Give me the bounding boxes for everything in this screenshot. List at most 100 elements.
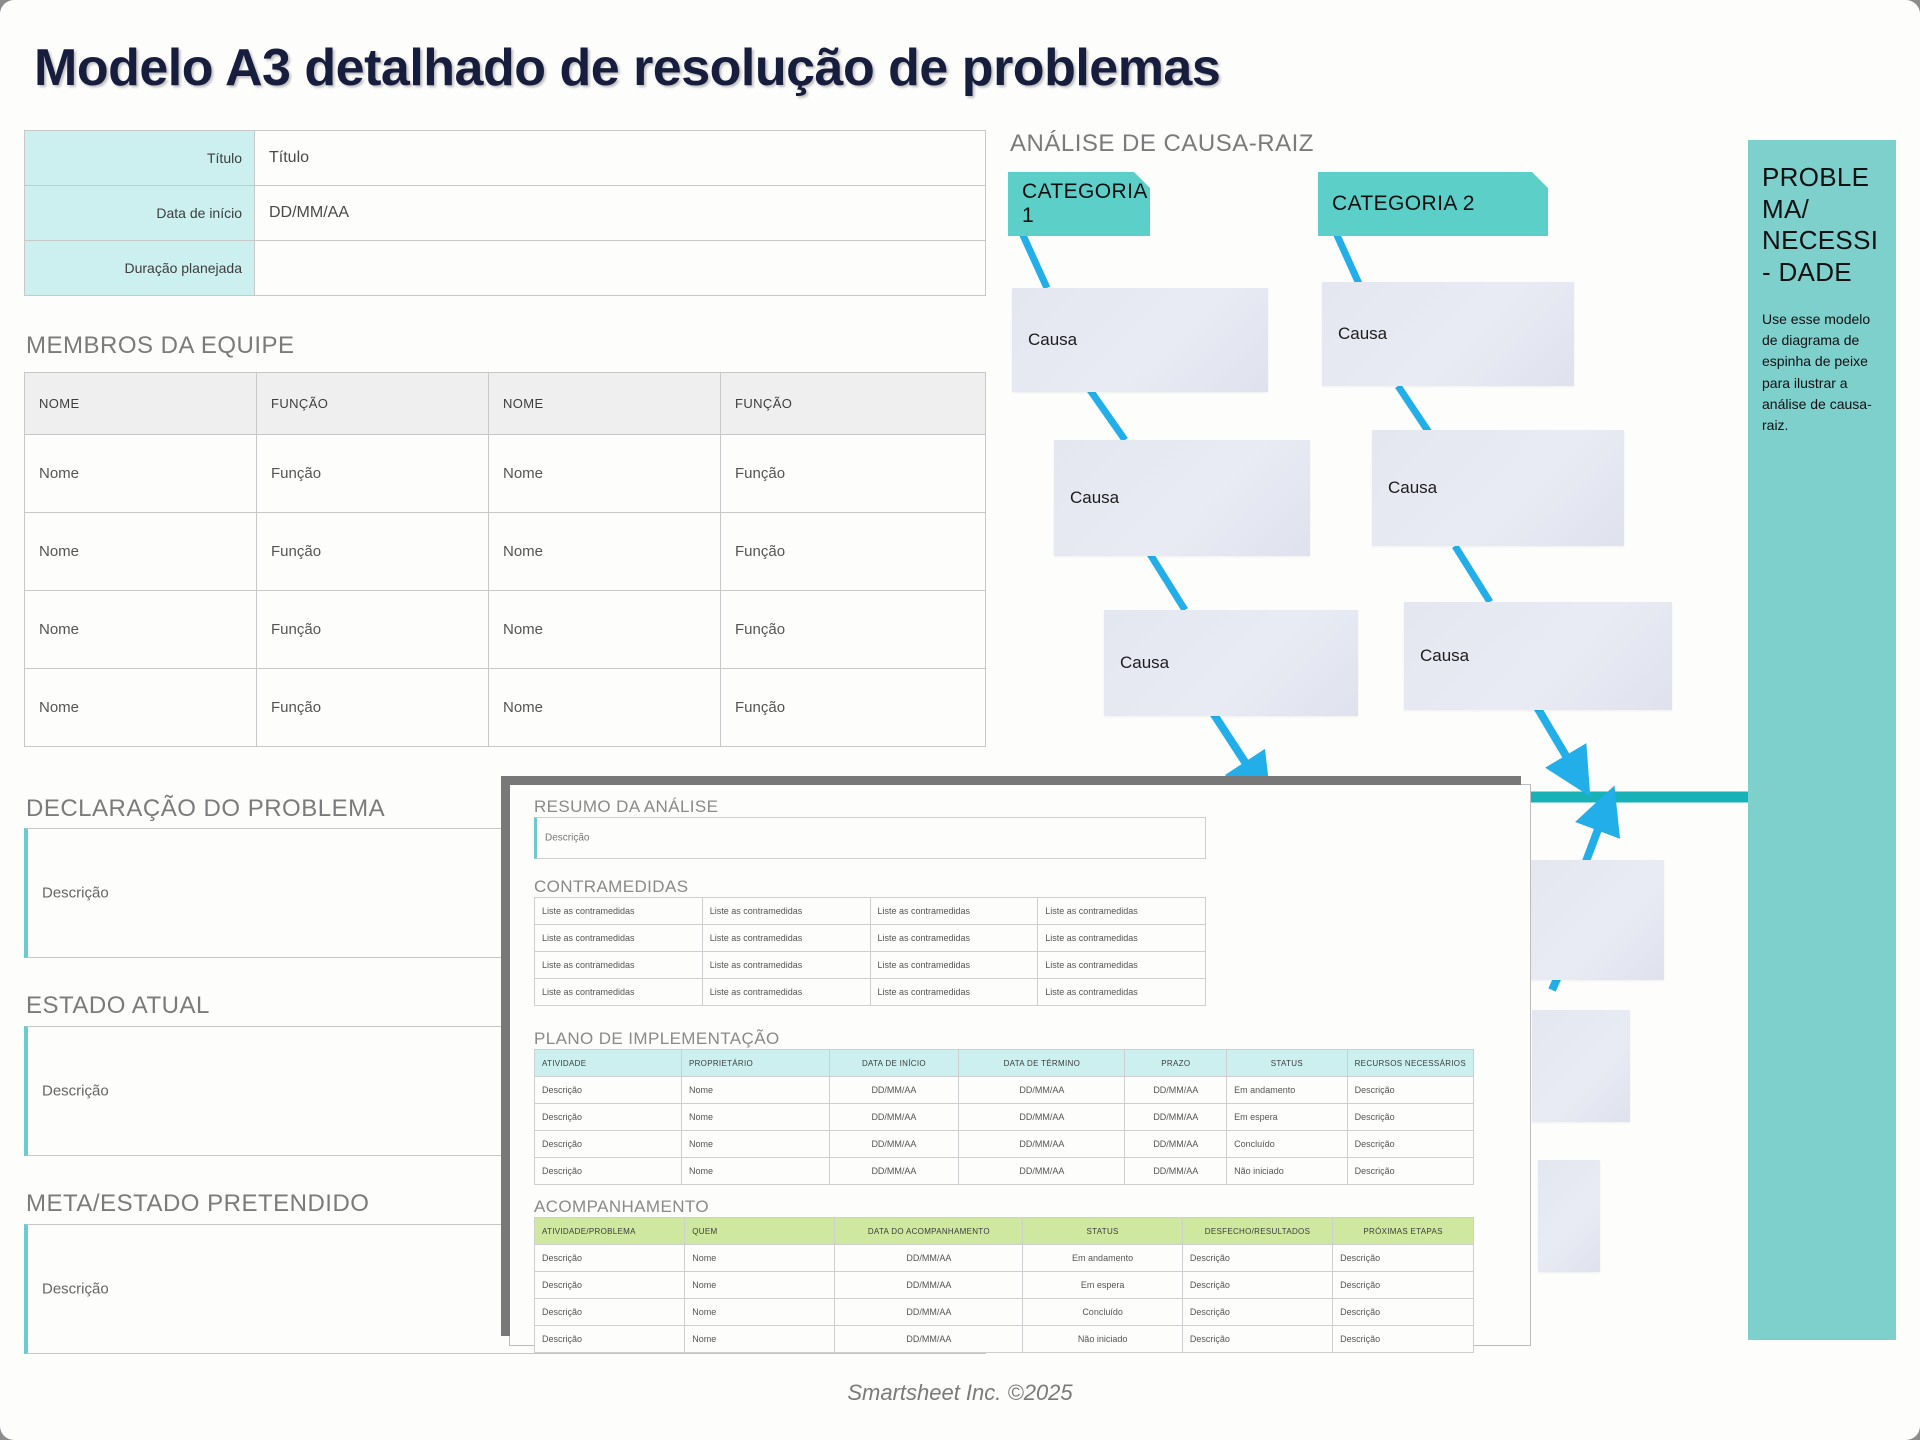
tracking-cell[interactable]: Descrição bbox=[1181, 1244, 1334, 1272]
team-cell[interactable]: Nome bbox=[488, 590, 721, 669]
plan-cell[interactable]: DD/MM/AA bbox=[1124, 1130, 1228, 1158]
team-cell[interactable]: Nome bbox=[488, 668, 721, 747]
plan-cell[interactable]: DD/MM/AA bbox=[1124, 1103, 1228, 1131]
tracking-cell[interactable]: Descrição bbox=[1181, 1325, 1334, 1353]
status-badge[interactable]: Em espera bbox=[1226, 1103, 1348, 1131]
plan-cell[interactable]: DD/MM/AA bbox=[1124, 1157, 1228, 1185]
tracking-cell[interactable]: Descrição bbox=[533, 1325, 686, 1353]
fishbone-cause-2[interactable]: Causa bbox=[1054, 440, 1310, 556]
status-badge[interactable]: Não iniciado bbox=[1022, 1325, 1183, 1353]
team-cell[interactable]: Função bbox=[256, 668, 489, 747]
tracking-cell[interactable]: Descrição bbox=[1332, 1298, 1474, 1326]
plan-cell[interactable]: DD/MM/AA bbox=[958, 1076, 1126, 1104]
fishbone-cause-empty-1[interactable] bbox=[1530, 860, 1664, 980]
tracking-cell[interactable]: Nome bbox=[684, 1271, 836, 1299]
team-cell[interactable]: Nome bbox=[24, 434, 257, 513]
countermeasure-cell[interactable]: Liste as contramedidas bbox=[701, 951, 871, 979]
tracking-cell[interactable]: Descrição bbox=[1332, 1244, 1474, 1272]
plan-cell[interactable]: DD/MM/AA bbox=[828, 1157, 960, 1185]
fishbone-cause-1[interactable]: Causa bbox=[1012, 288, 1268, 392]
countermeasure-cell[interactable]: Liste as contramedidas bbox=[701, 897, 871, 925]
tracking-cell[interactable]: Nome bbox=[684, 1298, 836, 1326]
countermeasure-cell[interactable]: Liste as contramedidas bbox=[1037, 978, 1206, 1006]
team-cell[interactable]: Função bbox=[720, 434, 986, 513]
plan-cell[interactable]: Descrição bbox=[534, 1130, 682, 1158]
countermeasure-cell[interactable]: Liste as contramedidas bbox=[701, 978, 871, 1006]
fishbone-cause-3[interactable]: Causa bbox=[1104, 610, 1358, 716]
plan-cell[interactable]: Nome bbox=[680, 1157, 830, 1185]
tracking-cell[interactable]: Nome bbox=[684, 1244, 836, 1272]
fishbone-cause-6[interactable]: Causa bbox=[1404, 602, 1672, 710]
info-value-duracao[interactable] bbox=[254, 240, 986, 296]
countermeasure-cell[interactable]: Liste as contramedidas bbox=[1037, 924, 1206, 952]
plan-cell[interactable]: DD/MM/AA bbox=[958, 1130, 1126, 1158]
plan-cell[interactable]: DD/MM/AA bbox=[1124, 1076, 1228, 1104]
status-badge[interactable]: Concluído bbox=[1022, 1298, 1183, 1326]
countermeasure-cell[interactable]: Liste as contramedidas bbox=[534, 951, 703, 979]
tracking-cell[interactable]: Descrição bbox=[533, 1298, 686, 1326]
team-cell[interactable]: Função bbox=[256, 512, 489, 591]
team-cell[interactable]: Nome bbox=[24, 590, 257, 669]
tracking-cell[interactable]: Descrição bbox=[1332, 1325, 1474, 1353]
status-badge[interactable]: Em andamento bbox=[1226, 1076, 1348, 1104]
status-badge[interactable]: Não iniciado bbox=[1226, 1157, 1348, 1185]
team-cell[interactable]: Função bbox=[720, 512, 986, 591]
fishbone-category-2[interactable]: CATEGORIA 2 bbox=[1318, 172, 1548, 236]
team-cell[interactable]: Nome bbox=[24, 512, 257, 591]
countermeasure-cell[interactable]: Liste as contramedidas bbox=[534, 924, 703, 952]
plan-cell[interactable]: DD/MM/AA bbox=[828, 1103, 960, 1131]
fishbone-cause-5[interactable]: Causa bbox=[1372, 430, 1624, 546]
countermeasure-cell[interactable]: Liste as contramedidas bbox=[701, 924, 871, 952]
status-badge[interactable]: Concluído bbox=[1226, 1130, 1348, 1158]
team-cell[interactable]: Função bbox=[720, 590, 986, 669]
tracking-cell[interactable]: DD/MM/AA bbox=[834, 1298, 1024, 1326]
team-cell[interactable]: Função bbox=[256, 434, 489, 513]
tracking-cell[interactable]: DD/MM/AA bbox=[834, 1271, 1024, 1299]
plan-cell[interactable]: Descrição bbox=[534, 1076, 682, 1104]
tracking-cell[interactable]: Descrição bbox=[1181, 1298, 1334, 1326]
countermeasure-cell[interactable]: Liste as contramedidas bbox=[869, 897, 1039, 925]
countermeasure-cell[interactable]: Liste as contramedidas bbox=[1037, 951, 1206, 979]
plan-cell[interactable]: Descrição bbox=[1346, 1157, 1475, 1185]
team-cell[interactable]: Nome bbox=[488, 434, 721, 513]
team-cell[interactable]: Nome bbox=[24, 668, 257, 747]
countermeasure-cell[interactable]: Liste as contramedidas bbox=[1037, 897, 1206, 925]
tracking-cell[interactable]: DD/MM/AA bbox=[834, 1325, 1024, 1353]
plan-cell[interactable]: DD/MM/AA bbox=[958, 1103, 1126, 1131]
info-value-titulo[interactable]: Título bbox=[254, 130, 986, 186]
analysis-overlay-window[interactable]: RESUMO DA ANÁLISE Descrição CONTRAMEDIDA… bbox=[510, 785, 1530, 1353]
plan-cell[interactable]: Descrição bbox=[534, 1157, 682, 1185]
plan-cell[interactable]: DD/MM/AA bbox=[828, 1076, 960, 1104]
countermeasure-cell[interactable]: Liste as contramedidas bbox=[869, 951, 1039, 979]
fishbone-cause-empty-2[interactable] bbox=[1532, 1010, 1630, 1122]
team-cell[interactable]: Nome bbox=[488, 512, 721, 591]
tracking-cell[interactable]: Descrição bbox=[1332, 1271, 1474, 1299]
fishbone-category-1[interactable]: CATEGORIA 1 bbox=[1008, 172, 1150, 236]
plan-cell[interactable]: DD/MM/AA bbox=[828, 1130, 960, 1158]
tracking-cell[interactable]: Nome bbox=[684, 1325, 836, 1353]
plan-cell[interactable]: Nome bbox=[680, 1103, 830, 1131]
info-value-data-inicio[interactable]: DD/MM/AA bbox=[254, 185, 986, 241]
plan-cell[interactable]: Descrição bbox=[1346, 1076, 1475, 1104]
countermeasure-cell[interactable]: Liste as contramedidas bbox=[869, 924, 1039, 952]
tracking-cell[interactable]: Descrição bbox=[533, 1244, 686, 1272]
countermeasure-cell[interactable]: Liste as contramedidas bbox=[534, 897, 703, 925]
plan-cell[interactable]: Nome bbox=[680, 1076, 830, 1104]
countermeasure-cell[interactable]: Liste as contramedidas bbox=[534, 978, 703, 1006]
tracking-cell[interactable]: Descrição bbox=[533, 1271, 686, 1299]
fishbone-cause-4[interactable]: Causa bbox=[1322, 282, 1574, 386]
team-cell[interactable]: Função bbox=[720, 668, 986, 747]
plan-cell[interactable]: Descrição bbox=[534, 1103, 682, 1131]
tracking-cell[interactable]: Descrição bbox=[1181, 1271, 1334, 1299]
fishbone-cause-empty-3[interactable] bbox=[1538, 1160, 1600, 1272]
plan-cell[interactable]: Nome bbox=[680, 1130, 830, 1158]
tracking-cell[interactable]: DD/MM/AA bbox=[834, 1244, 1024, 1272]
summary-description-box[interactable]: Descrição bbox=[534, 817, 1206, 859]
plan-cell[interactable]: DD/MM/AA bbox=[958, 1157, 1126, 1185]
status-badge[interactable]: Em andamento bbox=[1022, 1244, 1183, 1272]
plan-cell[interactable]: Descrição bbox=[1346, 1103, 1475, 1131]
plan-cell[interactable]: Descrição bbox=[1346, 1130, 1475, 1158]
team-cell[interactable]: Função bbox=[256, 590, 489, 669]
countermeasure-cell[interactable]: Liste as contramedidas bbox=[869, 978, 1039, 1006]
status-badge[interactable]: Em espera bbox=[1022, 1271, 1183, 1299]
